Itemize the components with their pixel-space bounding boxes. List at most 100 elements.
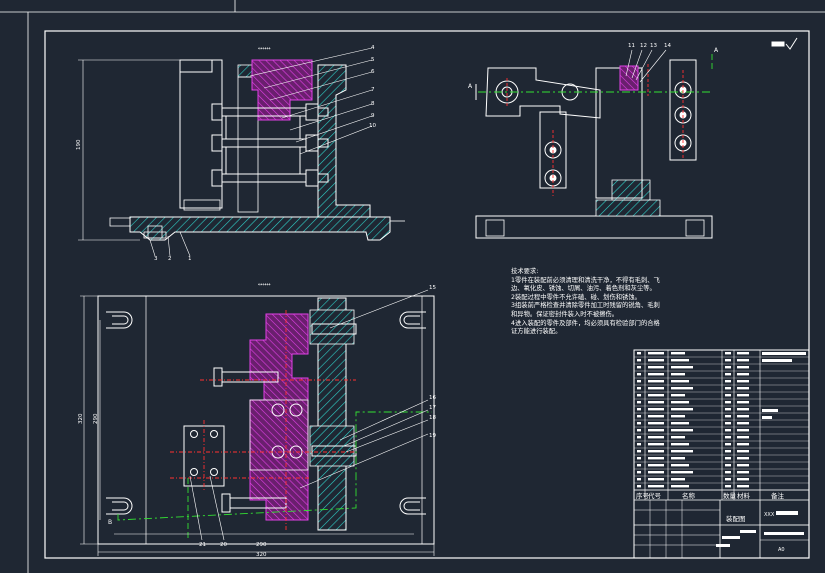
bom-cell-glyph [725, 436, 731, 439]
bom-cell-glyph [725, 387, 731, 390]
balloon-17: 17 [429, 405, 436, 411]
bom-cell-glyph [725, 485, 731, 488]
bom-cell-glyph [648, 394, 664, 397]
bom-header-material: 材料 [737, 491, 751, 500]
bom-cell-glyph [637, 422, 641, 425]
bom-cell-glyph [671, 380, 689, 383]
bom-cell-glyph [671, 366, 693, 369]
bom-cell-glyph [637, 436, 641, 439]
balloon-6: 6 [371, 69, 375, 75]
bom-header-index: 序号 [636, 491, 650, 500]
bom-cell-glyph [725, 359, 731, 362]
bom-cell-glyph [637, 464, 641, 467]
bom-header-remarks: 备注 [771, 491, 785, 500]
balloon-14: 14 [664, 43, 671, 49]
bom-cell-glyph [737, 394, 749, 397]
balloon-10: 10 [369, 123, 376, 129]
bom-cell-glyph [725, 373, 731, 376]
bom-cell-glyph [762, 352, 806, 355]
sheet-size: A0 [778, 547, 785, 553]
bom-cell-glyph [737, 422, 749, 425]
bom-cell-glyph [671, 436, 685, 439]
balloon-21: 21 [199, 542, 206, 548]
bom-cell-glyph [725, 464, 731, 467]
bom-cell-glyph [637, 359, 641, 362]
bom-cell-glyph [648, 373, 664, 376]
balloon-15: 15 [429, 285, 436, 291]
bom-cell-glyph [725, 352, 731, 355]
tech-line-6: 4进入装配的零件及部件，均必须具有检验部门的合格 [511, 319, 660, 327]
tech-title: 技术要求: [511, 268, 539, 275]
bom-cell-glyph [737, 408, 749, 411]
bom-cell-glyph [671, 478, 685, 481]
bom-cell-glyph [671, 464, 689, 467]
bom-cell-glyph [737, 429, 749, 432]
bom-cell-glyph [671, 429, 693, 432]
bom-cell-glyph [725, 401, 731, 404]
bom-cell-glyph [725, 457, 731, 460]
bom-cell-glyph [637, 373, 641, 376]
bom-cell-glyph [737, 471, 749, 474]
bom-cell-glyph [648, 471, 664, 474]
balloon-2: 2 [168, 256, 172, 262]
bom-cell-glyph [725, 415, 731, 418]
balloon-20: 20 [220, 542, 227, 548]
drawing-name: 装配图 [726, 514, 746, 523]
balloon-4: 4 [371, 45, 375, 51]
bom-cell-glyph [671, 457, 685, 460]
bom-cell-glyph [762, 359, 792, 362]
bom-cell-glyph [637, 478, 641, 481]
bom-cell-glyph [737, 373, 749, 376]
bom-cell-glyph [671, 443, 689, 446]
bom-cell-glyph [648, 443, 664, 446]
tech-line-1: 1零件在装配前必须清理和清洗干净，不得有毛刺、飞 [511, 276, 660, 284]
balloon-12: 12 [640, 43, 647, 49]
bom-cell-glyph [762, 409, 778, 412]
bom-cell-glyph [737, 401, 749, 404]
bom-cell-glyph [648, 415, 664, 418]
bom-cell-glyph [648, 380, 664, 383]
bom-cell-glyph [671, 415, 685, 418]
balloon-5: 5 [371, 57, 375, 63]
bom-cell-glyph [671, 359, 689, 362]
bom-cell-glyph [737, 457, 749, 460]
bom-header-qty: 数量 [723, 491, 737, 500]
bom-cell-glyph [725, 478, 731, 481]
bom-cell-glyph [671, 485, 689, 488]
bom-cell-glyph [648, 387, 664, 390]
bom-cell-glyph [725, 471, 731, 474]
bom-cell-glyph [725, 408, 731, 411]
bom-cell-glyph [671, 373, 685, 376]
bom-cell-glyph [725, 450, 731, 453]
section-mark-right: A [714, 47, 719, 54]
title-block [633, 349, 810, 559]
bom-cell-glyph [637, 457, 641, 460]
balloon-8: 8 [371, 101, 375, 107]
bom-cell-glyph [737, 352, 749, 355]
bom-cell-glyph [648, 478, 664, 481]
bom-cell-glyph [648, 450, 664, 453]
bom-cell-glyph [648, 485, 664, 488]
bom-cell-glyph [637, 394, 641, 397]
bom-cell-glyph [762, 416, 772, 419]
dim-height-inner: 290 [93, 413, 99, 424]
bom-cell-glyph [637, 429, 641, 432]
roughness-symbol [771, 37, 798, 50]
bom-cell-glyph [637, 387, 641, 390]
top-view: B ↔↔↔ 320 290 290 320 15 [78, 282, 436, 558]
bom-cell-glyph [637, 443, 641, 446]
balloon-3: 3 [154, 256, 158, 262]
bom-cell-glyph [648, 401, 664, 404]
bom-cell-glyph [737, 436, 749, 439]
bom-cell-glyph [737, 359, 749, 362]
bom-rows [634, 352, 809, 491]
bom-cell-glyph [637, 352, 641, 355]
company-name: XXX [764, 512, 775, 518]
balloon-1: 1 [188, 256, 192, 262]
balloon-11: 11 [628, 43, 635, 49]
bom-cell-glyph [648, 429, 664, 432]
bom-cell-glyph [637, 401, 641, 404]
bom-cell-glyph [648, 464, 664, 467]
bom-cell-glyph [637, 415, 641, 418]
